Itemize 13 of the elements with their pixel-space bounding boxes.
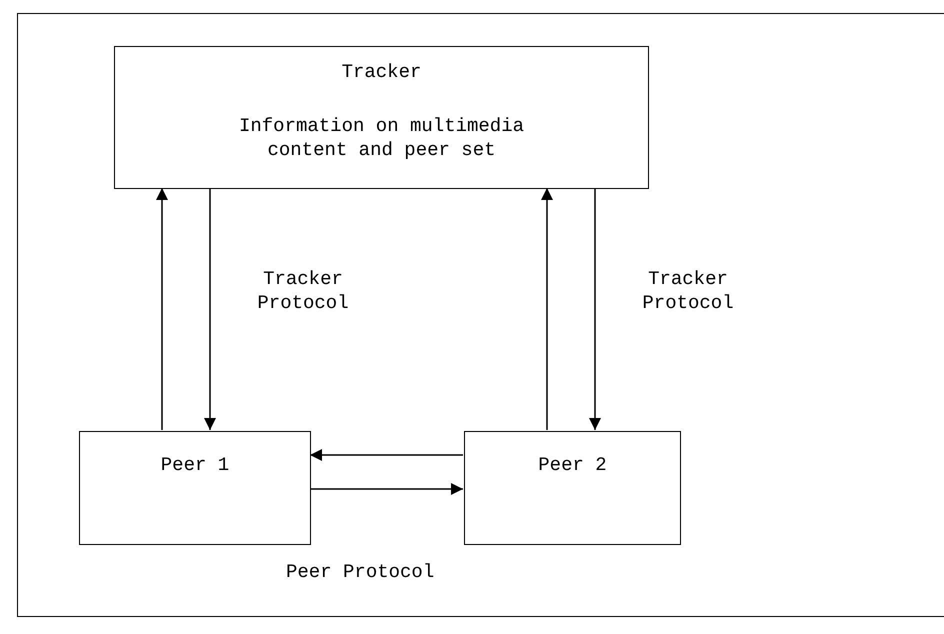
node-title: Peer 2 — [537, 454, 608, 478]
arrow — [541, 188, 553, 430]
tracker-box — [114, 46, 649, 189]
arrow — [204, 188, 216, 430]
arrow — [310, 483, 463, 495]
node-title: Peer 1 — [160, 454, 230, 478]
peer-box — [79, 431, 311, 545]
node-description: Information on multimedia content and peer set — [238, 115, 526, 162]
arrow — [310, 449, 463, 461]
arrow — [156, 188, 168, 430]
arrow — [589, 188, 601, 430]
peer-box — [464, 431, 681, 545]
node-title: Tracker — [340, 61, 422, 85]
